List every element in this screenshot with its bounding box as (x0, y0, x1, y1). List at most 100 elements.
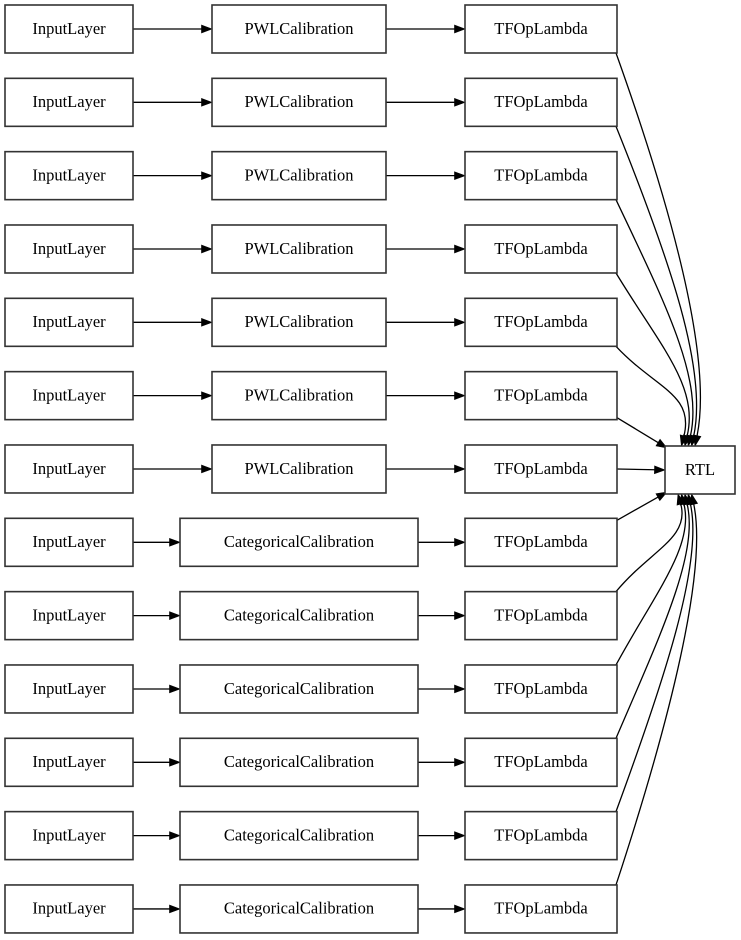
edge-lambda-to-rtl-7 (616, 496, 659, 521)
node-tfoplambda-label: TFOpLambda (494, 899, 588, 918)
edge-calibration-to-lambda-5-arrowhead (454, 391, 466, 400)
edge-calibration-to-lambda-12-arrowhead (454, 904, 466, 914)
node-tfoplambda[interactable]: TFOpLambda (464, 4, 618, 54)
node-input-layer[interactable]: InputLayer (4, 297, 134, 348)
node-tfoplambda[interactable]: TFOpLambda (464, 517, 618, 568)
edge-lambda-to-rtl-6-arrowhead (654, 465, 666, 475)
edge-lambda-to-rtl-4 (615, 345, 687, 436)
edge-calibration-to-lambda-3-arrowhead (454, 244, 466, 254)
node-pwl-calibration[interactable]: PWLCalibration (211, 444, 387, 494)
edge-lambda-to-rtl-9 (615, 504, 687, 666)
edge-input-to-calibration-9-arrowhead (169, 684, 181, 694)
node-categorical-calibration[interactable]: CategoricalCalibration (179, 737, 419, 788)
node-input-layer-label: InputLayer (32, 165, 106, 184)
node-tfoplambda[interactable]: TFOpLambda (464, 444, 618, 494)
node-categorical-calibration-label: CategoricalCalibration (224, 532, 374, 551)
node-categorical-calibration-label: CategoricalCalibration (224, 899, 374, 918)
edge-input-to-calibration-10-arrowhead (169, 757, 181, 767)
edge-lambda-to-rtl-3 (615, 272, 690, 436)
node-pwl-calibration-label: PWLCalibration (244, 165, 353, 184)
node-tfoplambda[interactable]: TFOpLambda (464, 810, 618, 861)
node-input-layer-label: InputLayer (32, 752, 106, 771)
node-tfoplambda[interactable]: TFOpLambda (464, 590, 618, 641)
edge-lambda-to-rtl-6 (616, 468, 655, 471)
node-pwl-calibration[interactable]: PWLCalibration (211, 297, 387, 348)
edges-layer (133, 24, 702, 914)
node-tfoplambda-label: TFOpLambda (494, 312, 588, 331)
node-tfoplambda[interactable]: TFOpLambda (464, 370, 618, 421)
node-input-layer[interactable]: InputLayer (4, 370, 134, 421)
node-categorical-calibration[interactable]: CategoricalCalibration (179, 517, 419, 568)
node-pwl-calibration[interactable]: PWLCalibration (211, 370, 387, 421)
node-pwl-calibration[interactable]: PWLCalibration (211, 77, 387, 128)
node-input-layer[interactable]: InputLayer (4, 884, 134, 934)
edge-input-to-calibration-5-arrowhead (201, 391, 213, 400)
node-tfoplambda[interactable]: TFOpLambda (464, 664, 618, 714)
node-pwl-calibration-label: PWLCalibration (244, 19, 353, 38)
edge-input-to-calibration-4-arrowhead (201, 317, 213, 327)
node-tfoplambda-label: TFOpLambda (494, 92, 588, 111)
edge-calibration-to-lambda-6-arrowhead (454, 464, 466, 474)
node-input-layer[interactable]: InputLayer (4, 737, 134, 788)
node-input-layer[interactable]: InputLayer (4, 590, 134, 641)
edge-lambda-to-rtl-5 (616, 417, 659, 444)
edge-lambda-to-rtl-8 (615, 503, 683, 593)
node-tfoplambda-label: TFOpLambda (494, 165, 588, 184)
edge-calibration-to-lambda-0-arrowhead (454, 24, 466, 34)
node-tfoplambda[interactable]: TFOpLambda (464, 884, 618, 934)
node-tfoplambda[interactable]: TFOpLambda (464, 150, 618, 201)
node-tfoplambda-label: TFOpLambda (494, 825, 588, 844)
node-categorical-calibration[interactable]: CategoricalCalibration (179, 884, 419, 934)
edge-input-to-calibration-6-arrowhead (201, 464, 213, 474)
edge-lambda-to-rtl-2 (615, 199, 694, 436)
node-input-layer[interactable]: InputLayer (4, 664, 134, 714)
node-rtl-output[interactable]: RTL (664, 445, 736, 495)
node-input-layer[interactable]: InputLayer (4, 444, 134, 494)
node-tfoplambda-label: TFOpLambda (494, 459, 588, 478)
edge-lambda-to-rtl-12 (615, 504, 698, 886)
edge-calibration-to-lambda-11-arrowhead (454, 831, 466, 840)
edge-input-to-calibration-3-arrowhead (201, 244, 213, 254)
node-tfoplambda-label: TFOpLambda (494, 239, 588, 258)
node-input-layer-label: InputLayer (32, 605, 106, 624)
edge-lambda-to-rtl-4-arrowhead (679, 434, 689, 447)
edge-lambda-to-rtl-12-arrowhead (689, 493, 699, 506)
node-categorical-calibration-label: CategoricalCalibration (224, 679, 374, 698)
node-input-layer-label: InputLayer (32, 92, 106, 111)
node-input-layer[interactable]: InputLayer (4, 810, 134, 861)
node-input-layer[interactable]: InputLayer (4, 224, 134, 274)
edge-input-to-calibration-12-arrowhead (169, 904, 181, 914)
edge-lambda-to-rtl-10 (615, 504, 690, 739)
node-pwl-calibration-label: PWLCalibration (244, 312, 353, 331)
node-tfoplambda[interactable]: TFOpLambda (464, 737, 618, 788)
node-input-layer[interactable]: InputLayer (4, 150, 134, 201)
edge-lambda-to-rtl-1 (615, 126, 698, 436)
node-tfoplambda-label: TFOpLambda (494, 532, 588, 551)
edge-input-to-calibration-0-arrowhead (201, 24, 213, 34)
node-pwl-calibration[interactable]: PWLCalibration (211, 4, 387, 54)
edge-lambda-to-rtl-11 (615, 504, 694, 812)
edge-calibration-to-lambda-1-arrowhead (454, 97, 466, 107)
node-pwl-calibration[interactable]: PWLCalibration (211, 224, 387, 274)
edge-calibration-to-lambda-10-arrowhead (454, 757, 466, 767)
node-tfoplambda-label: TFOpLambda (494, 752, 588, 771)
edge-calibration-to-lambda-7-arrowhead (454, 537, 466, 547)
node-input-layer-label: InputLayer (32, 459, 106, 478)
edge-input-to-calibration-11-arrowhead (169, 831, 181, 840)
node-tfoplambda[interactable]: TFOpLambda (464, 224, 618, 274)
node-categorical-calibration[interactable]: CategoricalCalibration (179, 664, 419, 714)
node-pwl-calibration-label: PWLCalibration (244, 459, 353, 478)
node-input-layer[interactable]: InputLayer (4, 517, 134, 568)
node-pwl-calibration[interactable]: PWLCalibration (211, 150, 387, 201)
node-categorical-calibration[interactable]: CategoricalCalibration (179, 590, 419, 641)
node-categorical-calibration-label: CategoricalCalibration (224, 605, 374, 624)
node-input-layer[interactable]: InputLayer (4, 77, 134, 128)
node-tfoplambda-label: TFOpLambda (494, 605, 588, 624)
node-input-layer[interactable]: InputLayer (4, 4, 134, 54)
node-categorical-calibration[interactable]: CategoricalCalibration (179, 810, 419, 861)
node-tfoplambda[interactable]: TFOpLambda (464, 297, 618, 348)
node-tfoplambda[interactable]: TFOpLambda (464, 77, 618, 128)
